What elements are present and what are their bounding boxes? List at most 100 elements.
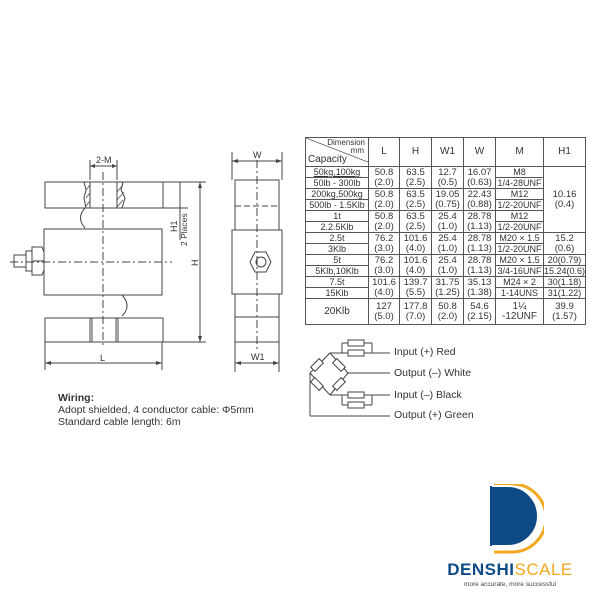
w-cell: 28.78(1.13): [463, 232, 496, 255]
column-header-w: W: [463, 137, 496, 167]
m-cell: 3/4-16UNF: [495, 265, 544, 277]
w1-cell: 31.75(1.25): [431, 276, 464, 299]
w-cell: 16.07(0.63): [463, 166, 496, 189]
wiring-notes: Wiring: Adopt shielded, 4 conductor cabl…: [58, 392, 254, 428]
l-cell: 50.8(2.0): [368, 188, 400, 211]
capacity-cell: 1t: [305, 210, 369, 222]
l-cell: 76.2(3.0): [368, 254, 400, 277]
h-cell: 63.5(2.5): [399, 210, 432, 233]
header-capacity: Capacity: [308, 154, 347, 165]
capacity-cell: 50lb - 300lb: [305, 177, 369, 189]
table-row: 500lb - 1.5Klb 1/2-20UNF: [305, 199, 586, 211]
w1-cell: 50.8(2.0): [431, 298, 464, 325]
header-dimension: Dimension: [327, 138, 365, 147]
brand-block: DENSHISCALE more accurate, more successf…: [440, 560, 580, 588]
m-cell: 1/4-28UNF: [495, 177, 544, 189]
thread-label: 2-M: [96, 155, 112, 165]
w1-cell: 25.4(1.0): [431, 232, 464, 255]
capacity-cell: 2.5t: [305, 232, 369, 244]
header-corner-cell: Dimension mm Capacity: [305, 137, 369, 167]
wiring-title: Wiring:: [58, 392, 95, 404]
m-cell: M24 × 2: [495, 276, 544, 288]
h-cell: 63.5(2.5): [399, 188, 432, 211]
column-header-w1: W1: [431, 137, 464, 167]
capacity-cell: 200kg,500kg: [305, 188, 369, 200]
length-label: L: [100, 353, 105, 363]
l-cell: 127(5.0): [368, 298, 400, 325]
brand-logo-icon: [490, 484, 544, 554]
w1-cell: 12.7(0.5): [431, 166, 464, 189]
column-header-m: M: [495, 137, 544, 167]
l-cell: 50.8(2.0): [368, 210, 400, 233]
height-label: H: [190, 260, 200, 267]
table-row: 3Klb 1/2-20UNF: [305, 243, 586, 255]
m-cell: M12: [495, 210, 544, 222]
w1-cell: 25.4(1.0): [431, 210, 464, 233]
h-cell: 139.7(5.5): [399, 276, 432, 299]
w1-cell: 25.4(1.0): [431, 254, 464, 277]
l-cell: 101.6(4.0): [368, 276, 400, 299]
l-cell: 76.2(3.0): [368, 232, 400, 255]
column-header-h: H: [399, 137, 432, 167]
column-header-l: L: [368, 137, 400, 167]
h1-cell: 15.2(0.6): [542, 232, 587, 255]
h1-shared-cell: 10.16(0.4): [542, 166, 587, 233]
lead-output-positive-green: Output (+) Green: [394, 409, 474, 421]
capacity-cell: 5t: [305, 254, 369, 266]
capacity-cell: 50kg,100kg: [305, 166, 369, 178]
h1-cell: 30(1.18): [542, 276, 587, 288]
lead-input-positive-red: Input (+) Red: [394, 346, 456, 358]
w1-cell: 19.05(0.75): [431, 188, 464, 211]
side-view-drawing: W W1: [231, 150, 283, 372]
m-cell: M12: [495, 188, 544, 200]
capacity-cell: 2.2.5Klb: [305, 221, 369, 233]
lead-output-negative-white: Output (–) White: [394, 367, 472, 379]
m-cell: M20 × 1.5: [495, 254, 544, 266]
h1-cell: 15.24(0.6): [542, 265, 587, 277]
table-row: 1t 50.8(2.0) 63.5(2.5) 25.4(1.0) 28.78(1…: [305, 210, 586, 233]
capacity-cell: 3Klb: [305, 243, 369, 255]
m-cell: 1¼ -12UNF: [495, 298, 544, 325]
header-unit: mm: [350, 146, 364, 155]
wiring-cable-spec: Adopt shielded, 4 conductor cable: Φ5mm: [58, 404, 254, 416]
capacity-cell: 500lb - 1.5Klb: [305, 199, 369, 211]
brand-name: DENSHISCALE: [447, 560, 573, 579]
m-cell: 1/2-20UNF: [495, 221, 544, 233]
w-cell: 28.78(1.13): [463, 210, 496, 233]
table-row: 7.5t 101.6(4.0) 139.7(5.5) 31.75(1.25) 3…: [305, 276, 587, 299]
wheatstone-bridge-diagram: [309, 339, 390, 417]
w-cell: 22.43(0.88): [463, 188, 496, 211]
brand-tagline: more accurate, more successful: [463, 581, 557, 588]
column-header-h1: H1: [542, 137, 587, 167]
l-cell: 50.8(2.0): [368, 166, 400, 189]
capacity-cell: 20Klb: [305, 298, 369, 325]
table-row: 200kg,500kg 50.8(2.0) 63.5(2.5) 19.05(0.…: [305, 188, 586, 211]
h-cell: 101.6(4.0): [399, 232, 432, 255]
m-cell: M8: [495, 166, 544, 178]
m-cell: 1/2-20UNF: [495, 199, 544, 211]
m-cell: M20 × 1.5: [495, 232, 544, 244]
h1-label: H1: [169, 220, 179, 232]
w-cell: 54.6(2.15): [463, 298, 496, 325]
table-row: 50kg,100kg 50.8(2.0) 63.5(2.5) 12.7(0.5)…: [305, 166, 587, 233]
h1-note-label: 2 Places: [179, 213, 189, 246]
capacity-cell: 15Klb: [305, 287, 369, 299]
h1-cell: 20(0.79): [542, 254, 587, 266]
table-row: 5t 76.2(3.0) 101.6(4.0) 25.4(1.0) 28.78(…: [305, 254, 587, 277]
wiring-cable-length: Standard cable length: 6m: [58, 416, 181, 428]
h-cell: 177.8(7.0): [399, 298, 432, 325]
table-row: 20Klb 127(5.0) 177.8(7.0) 50.8(2.0) 54.6…: [305, 298, 587, 325]
capacity-cell: 5Klb,10Klb: [305, 265, 369, 277]
m-cell: 1/2-20UNF: [495, 243, 544, 255]
lead-input-negative-black: Input (–) Black: [394, 389, 462, 401]
front-view-drawing: 2-M H1 2 Places H L: [10, 155, 206, 370]
m-cell: 1-14UNS: [495, 287, 544, 299]
capacity-cell: 7.5t: [305, 276, 369, 288]
table-row: 2.5t 76.2(3.0) 101.6(4.0) 25.4(1.0) 28.7…: [305, 232, 587, 255]
h1-cell: 39.9(1.57): [542, 298, 587, 325]
dimension-spec-table: Dimension mm Capacity L H W1 W M H1 50kg…: [305, 137, 587, 325]
width1-label: W1: [251, 352, 265, 362]
w-cell: 28.78(1.13): [463, 254, 496, 277]
h-cell: 63.5(2.5): [399, 166, 432, 189]
w-cell: 35.13(1.38): [463, 276, 496, 299]
